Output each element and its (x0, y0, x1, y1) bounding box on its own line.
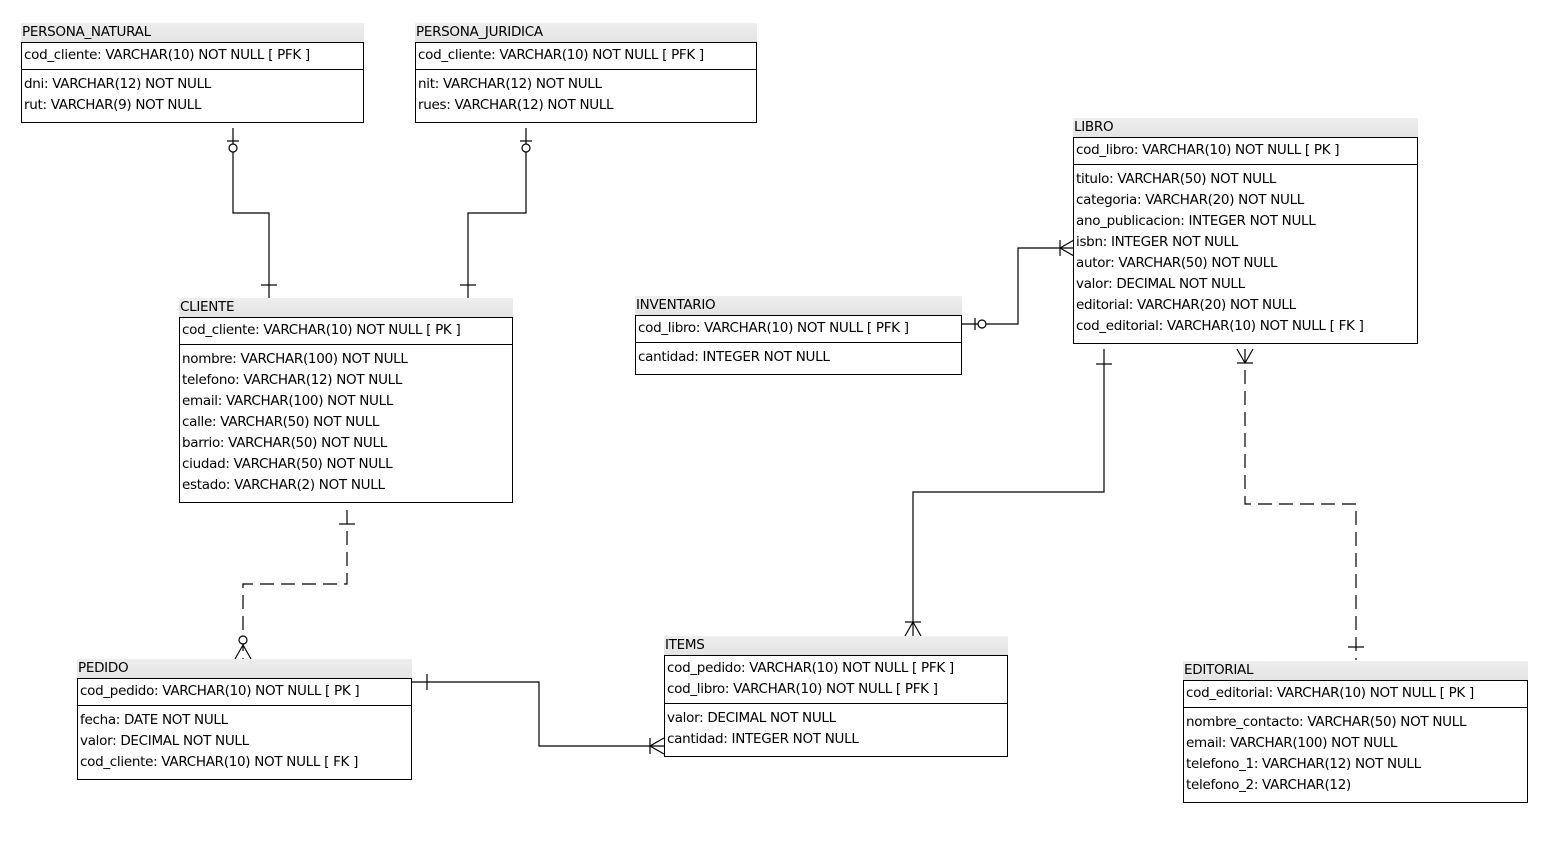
rel-persona-natural-cliente[interactable] (227, 128, 277, 298)
entity-title: CLIENTE (179, 298, 513, 317)
attribute-column: categoria: VARCHAR(20) NOT NULL (1076, 192, 1305, 208)
attribute-column: cantidad: INTEGER NOT NULL (667, 731, 859, 747)
attribute-column: barrio: VARCHAR(50) NOT NULL (182, 435, 387, 451)
entity-persona-natural[interactable]: PERSONA_NATURAL cod_cliente: VARCHAR(10)… (21, 23, 364, 123)
entity-inventario[interactable]: INVENTARIO cod_libro: VARCHAR(10) NOT NU… (635, 296, 962, 375)
attribute-column: telefono_1: VARCHAR(12) NOT NULL (1186, 756, 1421, 772)
attribute-column: editorial: VARCHAR(20) NOT NULL (1076, 297, 1296, 313)
attribute-column: cod_cliente: VARCHAR(10) NOT NULL [ FK ] (80, 754, 359, 770)
attribute-column: email: VARCHAR(100) NOT NULL (182, 393, 394, 409)
attribute-column: estado: VARCHAR(2) NOT NULL (182, 477, 385, 493)
entity-title: EDITORIAL (1183, 661, 1528, 680)
attribute-column: nombre: VARCHAR(100) NOT NULL (182, 351, 408, 367)
attribute-column: telefono: VARCHAR(12) NOT NULL (182, 372, 403, 388)
entity-pedido[interactable]: PEDIDO cod_pedido: VARCHAR(10) NOT NULL … (77, 659, 412, 780)
attribute-column: titulo: VARCHAR(50) NOT NULL (1076, 171, 1277, 187)
rel-pedido-items[interactable] (412, 674, 665, 755)
entity-title: LIBRO (1073, 118, 1418, 137)
rel-inventario-libro[interactable] (962, 239, 1075, 330)
attribute-column: cantidad: INTEGER NOT NULL (638, 349, 830, 365)
entity-title: PEDIDO (77, 659, 412, 678)
attribute-column: cod_editorial: VARCHAR(10) NOT NULL [ FK… (1076, 318, 1364, 334)
key-column: cod_libro: VARCHAR(10) NOT NULL [ PK ] (1076, 142, 1340, 158)
key-column: cod_cliente: VARCHAR(10) NOT NULL [ PK ] (182, 322, 461, 338)
rel-cliente-pedido[interactable] (234, 510, 355, 660)
attribute-column: valor: DECIMAL NOT NULL (667, 710, 836, 726)
rel-persona-juridica-cliente[interactable] (460, 128, 532, 298)
attribute-column: ciudad: VARCHAR(50) NOT NULL (182, 456, 393, 472)
key-column: cod_cliente: VARCHAR(10) NOT NULL [ PFK … (24, 47, 310, 63)
entity-persona-juridica[interactable]: PERSONA_JURIDICA cod_cliente: VARCHAR(10… (415, 23, 757, 123)
key-column: cod_cliente: VARCHAR(10) NOT NULL [ PFK … (418, 47, 704, 63)
entity-title: PERSONA_JURIDICA (415, 23, 757, 42)
attribute-column: valor: DECIMAL NOT NULL (1076, 276, 1245, 292)
attribute-column: nit: VARCHAR(12) NOT NULL (418, 76, 602, 92)
attribute-column: fecha: DATE NOT NULL (80, 712, 228, 728)
entity-cliente[interactable]: CLIENTE cod_cliente: VARCHAR(10) NOT NUL… (179, 298, 513, 503)
entity-title: INVENTARIO (635, 296, 962, 315)
attribute-column: calle: VARCHAR(50) NOT NULL (182, 414, 380, 430)
key-column: cod_editorial: VARCHAR(10) NOT NULL [ PK… (1186, 685, 1474, 701)
attribute-column: telefono_2: VARCHAR(12) (1186, 777, 1351, 793)
rel-libro-items[interactable] (904, 349, 1112, 637)
attribute-column: autor: VARCHAR(50) NOT NULL (1076, 255, 1278, 271)
attribute-column: rut: VARCHAR(9) NOT NULL (24, 97, 202, 113)
key-column: cod_libro: VARCHAR(10) NOT NULL [ PFK ] (667, 681, 938, 697)
attribute-column: rues: VARCHAR(12) NOT NULL (418, 97, 614, 113)
key-column: cod_libro: VARCHAR(10) NOT NULL [ PFK ] (638, 320, 909, 336)
key-column: cod_pedido: VARCHAR(10) NOT NULL [ PK ] (80, 683, 360, 699)
attribute-column: ano_publicacion: INTEGER NOT NULL (1076, 213, 1316, 229)
entity-editorial[interactable]: EDITORIAL cod_editorial: VARCHAR(10) NOT… (1183, 661, 1528, 803)
rel-editorial-libro[interactable] (1236, 348, 1364, 660)
entity-libro[interactable]: LIBRO cod_libro: VARCHAR(10) NOT NULL [ … (1073, 118, 1418, 344)
attribute-column: nombre_contacto: VARCHAR(50) NOT NULL (1186, 714, 1467, 730)
attribute-column: email: VARCHAR(100) NOT NULL (1186, 735, 1398, 751)
key-column: cod_pedido: VARCHAR(10) NOT NULL [ PFK ] (667, 660, 954, 676)
entity-items[interactable]: ITEMS cod_pedido: VARCHAR(10) NOT NULL [… (664, 636, 1008, 757)
entity-title: PERSONA_NATURAL (21, 23, 364, 42)
attribute-column: valor: DECIMAL NOT NULL (80, 733, 249, 749)
entity-title: ITEMS (664, 636, 1008, 655)
attribute-column: isbn: INTEGER NOT NULL (1076, 234, 1238, 250)
attribute-column: dni: VARCHAR(12) NOT NULL (24, 76, 212, 92)
